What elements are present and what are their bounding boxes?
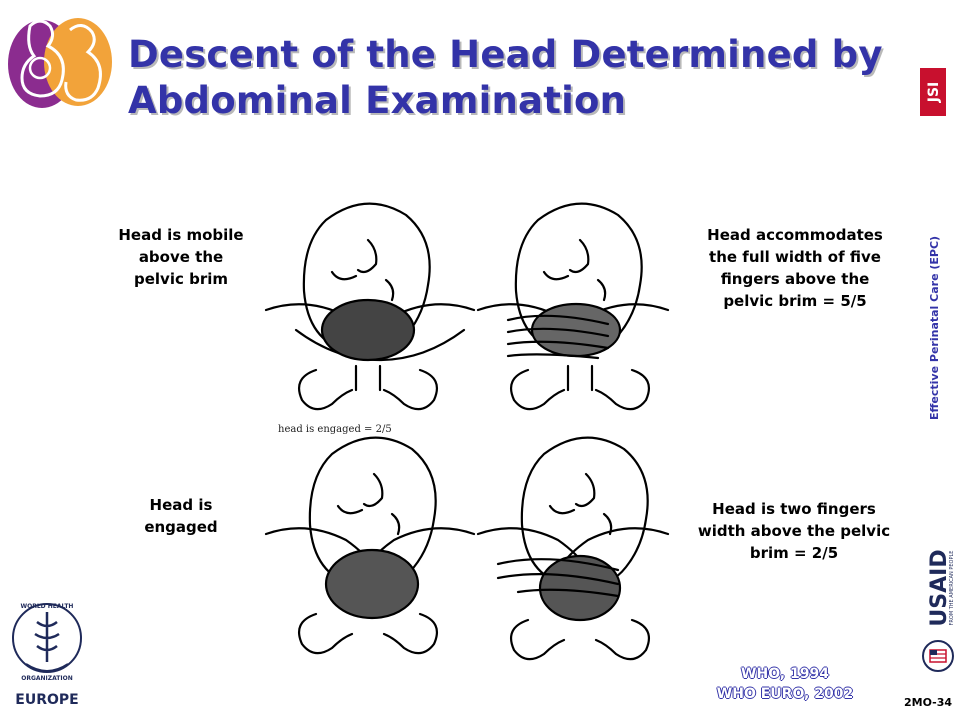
slide-code: 2MO-34 (903, 696, 952, 709)
citation: WHO, 1994 WHO EURO, 2002 (700, 664, 870, 704)
who-logo-line-2: ORGANIZATION (21, 675, 73, 682)
label-top-right: Head accommodates the full width of five… (707, 226, 883, 310)
illustration-panel (256, 180, 682, 662)
who-logo-line-1: WORLD HEALTH (21, 603, 74, 610)
label-bottom-right: Head is two fingers width above the pelv… (697, 500, 891, 562)
usaid-logo: USAID FROM THE AMERICAN PEOPLE (920, 540, 956, 682)
citation-line-1: WHO, 1994 (741, 666, 829, 682)
jsi-logo-text: JSI (926, 82, 942, 104)
program-label-text: Effective Perinatal Care (EPC) (928, 235, 941, 420)
jsi-logo: JSI (920, 68, 946, 116)
page-title: Descent of the Head Determined by Abdomi… (128, 32, 908, 124)
title-line-2: Abdominal Examination (128, 79, 627, 122)
label-bottom-left: Head is engaged (144, 496, 218, 536)
mother-baby-logo (0, 6, 118, 110)
fetus-mobile-illustration (264, 202, 476, 411)
label-top-left: Head is mobile above the pelvic brim (118, 226, 244, 288)
citation-line-2: WHO EURO, 2002 (716, 686, 854, 702)
fetus-engaged-illustration (264, 436, 476, 655)
usaid-logo-text: USAID (927, 549, 952, 626)
who-europe-logo: WORLD HEALTH ORGANIZATION EUROPE (4, 594, 90, 710)
illustration-caption: head is engaged = 2/5 (278, 424, 392, 435)
usaid-tagline: FROM THE AMERICAN PEOPLE (949, 551, 955, 626)
fetus-five-fifths-illustration (476, 202, 670, 411)
who-logo-region: EUROPE (15, 692, 78, 708)
descent-illustration (264, 202, 670, 661)
title-line-1: Descent of the Head Determined by (128, 33, 883, 76)
fetus-two-fifths-illustration (476, 436, 670, 661)
